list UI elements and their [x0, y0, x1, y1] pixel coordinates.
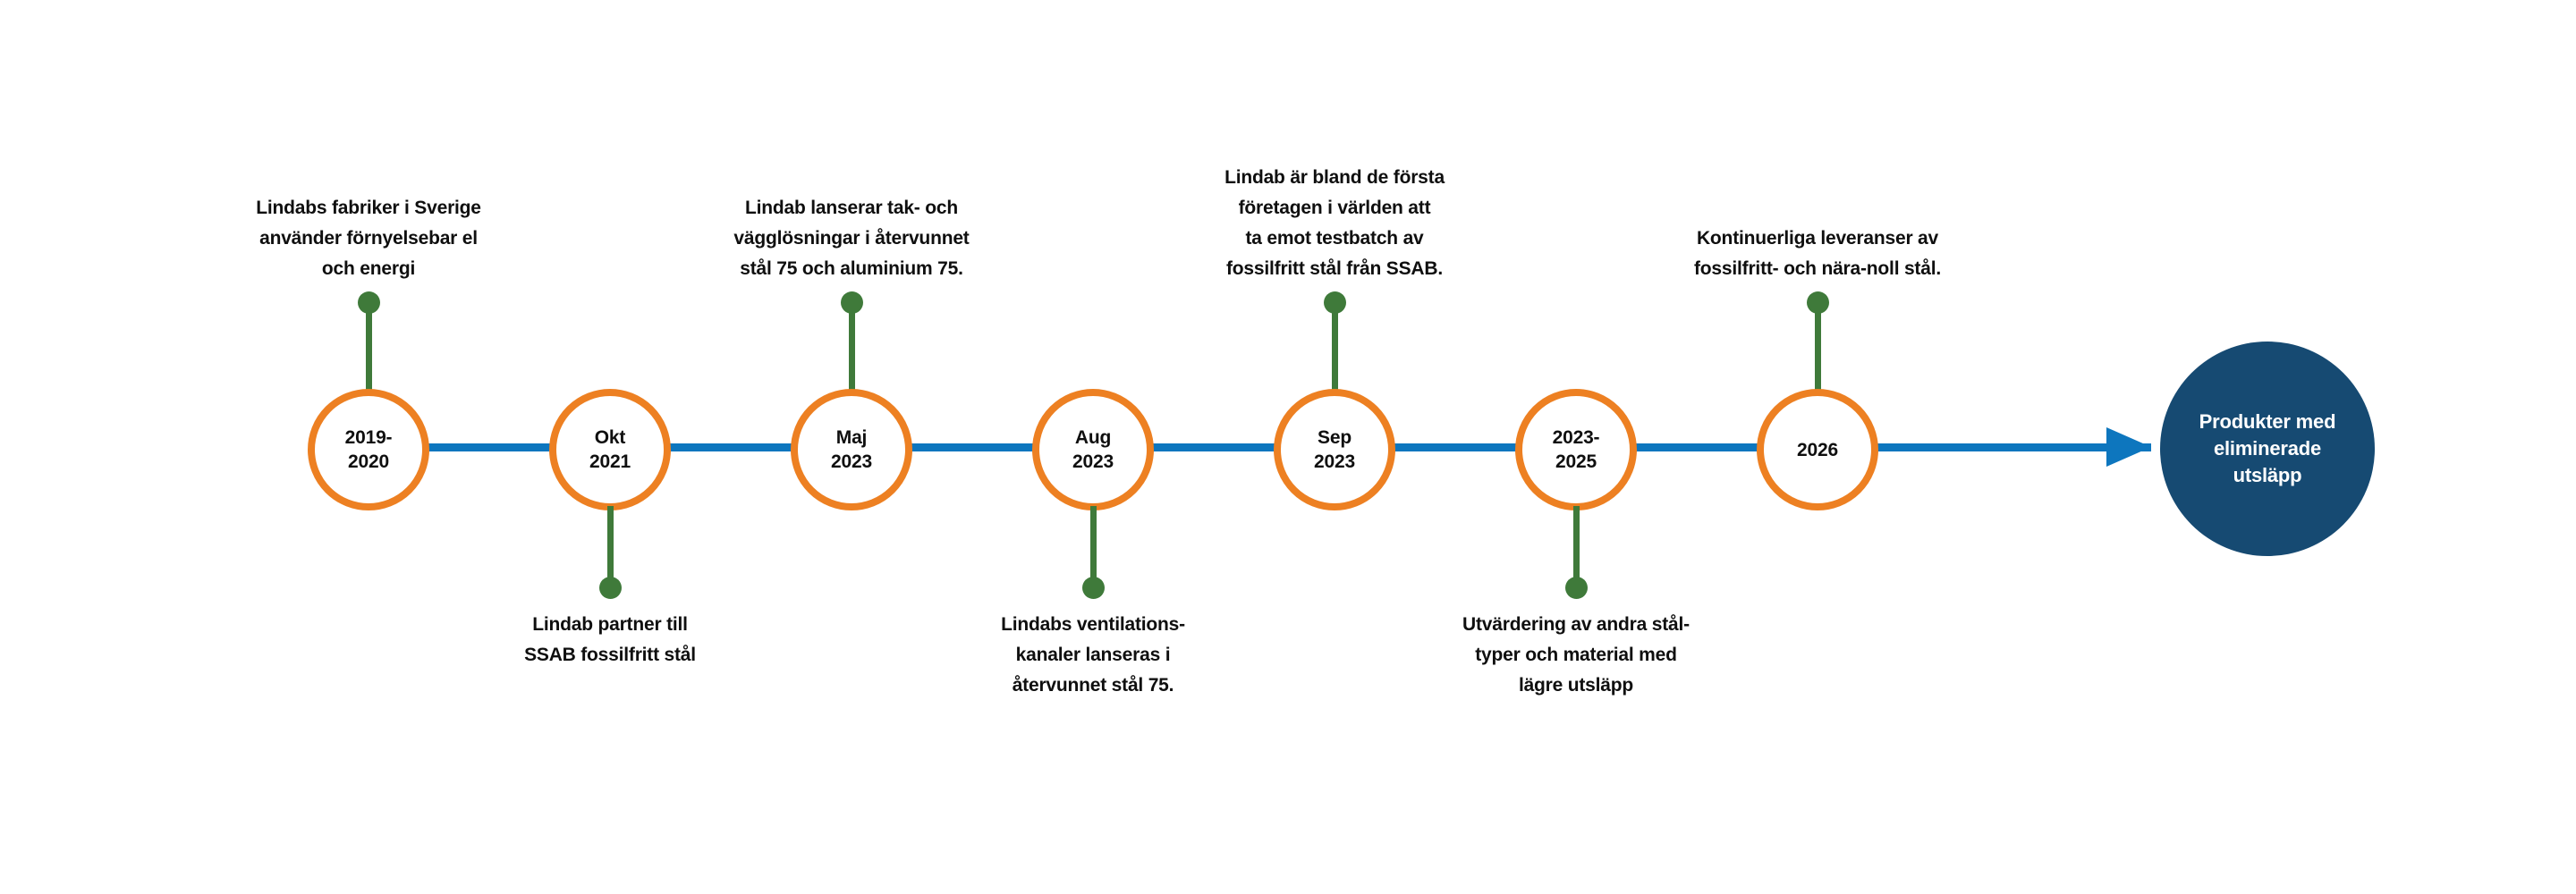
milestone-node-2026[interactable]: 2026: [1757, 389, 1878, 510]
timeline-arrow-icon: [2106, 427, 2151, 467]
milestone-caption-2023-2025: Utvärdering av andra stål- typer och mat…: [1462, 614, 1690, 696]
milestone-node-okt-2021[interactable]: Okt 2021: [549, 389, 671, 510]
connector-stem-okt-2021: [606, 506, 614, 588]
milestone-date-maj-2023: Maj 2023: [831, 427, 872, 472]
goal-label: Produkter med eliminerade utsläpp: [2199, 410, 2336, 486]
milestone-node-2023-2025[interactable]: 2023- 2025: [1515, 389, 1637, 510]
milestone-caption-2026: Kontinuerliga leveranser av fossilfritt-…: [1694, 228, 1941, 279]
connector-stem-maj-2023: [848, 302, 855, 393]
timeline-spine: [369, 443, 2151, 451]
connector-stem-2026: [1814, 302, 1821, 393]
connector-stem-sep-2023: [1331, 302, 1338, 393]
connector-dot-icon-okt-2021: [598, 577, 622, 599]
milestone-node-2019-2020[interactable]: 2019- 2020: [308, 389, 429, 510]
milestone-date-sep-2023: Sep 2023: [1314, 427, 1355, 472]
milestone-node-sep-2023[interactable]: Sep 2023: [1274, 389, 1395, 510]
connector-dot-icon-2023-2025: [1564, 577, 1588, 599]
milestone-caption-okt-2021: Lindab partner till SSAB fossilfritt stå…: [524, 614, 696, 665]
milestone-caption-2019-2020: Lindabs fabriker i Sverige använder förn…: [256, 198, 481, 279]
goal-node[interactable]: Produkter med eliminerade utsläpp: [2160, 342, 2375, 556]
milestone-caption-aug-2023: Lindabs ventilations- kanaler lanseras i…: [1001, 614, 1185, 696]
milestone-node-maj-2023[interactable]: Maj 2023: [791, 389, 912, 510]
connector-stem-2019-2020: [365, 302, 372, 393]
milestone-date-aug-2023: Aug 2023: [1072, 427, 1114, 472]
connector-stem-2023-2025: [1572, 506, 1580, 588]
milestone-date-2023-2025: 2023- 2025: [1552, 427, 1600, 472]
milestone-date-2019-2020: 2019- 2020: [344, 427, 393, 472]
milestone-date-okt-2021: Okt 2021: [589, 427, 631, 472]
connector-stem-aug-2023: [1089, 506, 1097, 588]
milestone-caption-sep-2023: Lindab är bland de första företagen i vä…: [1224, 167, 1445, 279]
milestone-caption-maj-2023: Lindab lanserar tak- och vägglösningar i…: [733, 198, 970, 279]
milestone-node-aug-2023[interactable]: Aug 2023: [1032, 389, 1154, 510]
connector-dot-icon-aug-2023: [1081, 577, 1105, 599]
milestone-date-2026: 2026: [1797, 439, 1838, 460]
